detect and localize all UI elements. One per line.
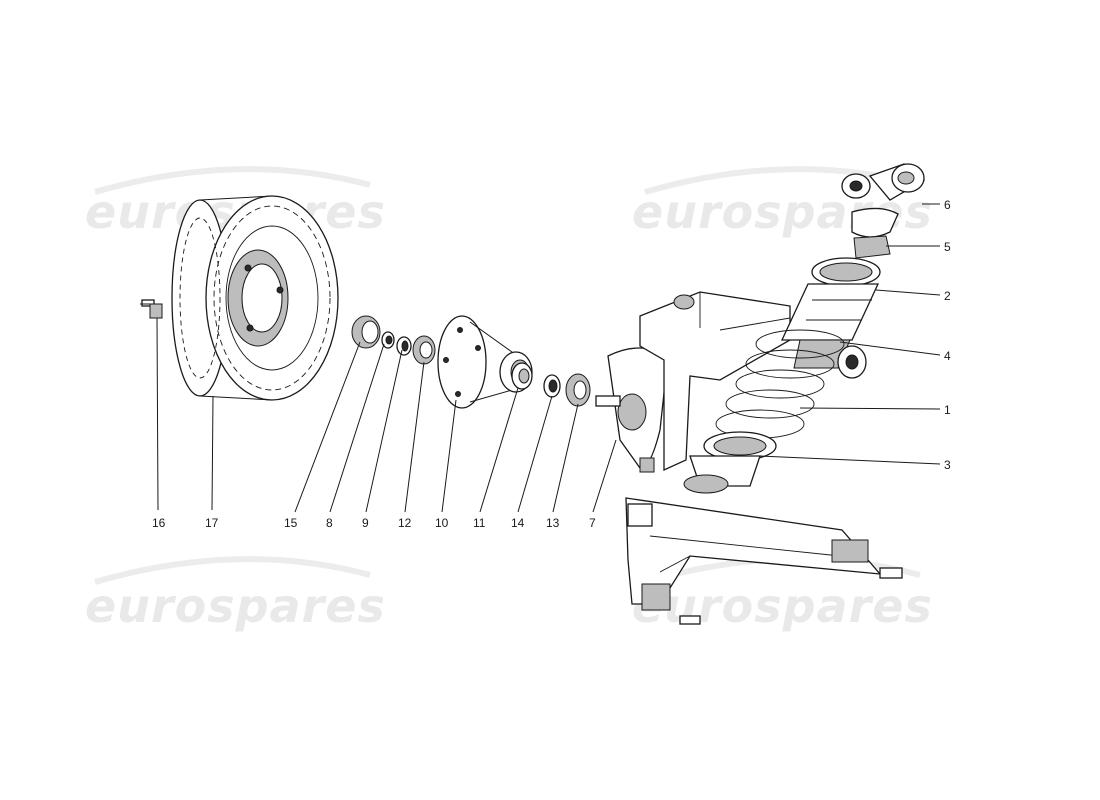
damper-body-4 <box>780 283 880 369</box>
bearing-12 <box>412 335 436 365</box>
coil-spring-1 <box>715 329 845 439</box>
spring-seat-2 <box>811 257 881 287</box>
ring-9 <box>396 336 412 356</box>
wheel-hub-10 <box>437 315 533 409</box>
seal-15 <box>351 315 381 349</box>
spacer-8 <box>381 331 395 349</box>
brake-disc <box>171 195 339 401</box>
callout-14: 14 <box>511 516 525 530</box>
callout-1: 1 <box>944 403 951 417</box>
callout-5: 5 <box>944 240 951 254</box>
svg-text:eurospares: eurospares <box>85 579 386 633</box>
leader-lines <box>156 203 941 513</box>
watermark-top-left: eurospares <box>85 166 385 239</box>
callout-17: 17 <box>205 516 219 530</box>
lower-wishbone <box>625 497 903 625</box>
callout-16: 16 <box>152 516 166 530</box>
callout-13: 13 <box>546 516 560 530</box>
callout-2: 2 <box>944 289 951 303</box>
callout-6: 6 <box>944 198 951 212</box>
damper-mount-eye <box>837 345 867 379</box>
wheel-stud <box>140 299 163 319</box>
chassis-bracket <box>639 291 791 472</box>
bearing-13 <box>565 373 591 407</box>
callout-10: 10 <box>435 516 449 530</box>
upright-7 <box>595 347 669 473</box>
svg-text:eurospares: eurospares <box>632 579 933 633</box>
callout-15: 15 <box>284 516 298 530</box>
seal-14 <box>543 374 561 398</box>
callout-3: 3 <box>944 458 951 472</box>
callout-8: 8 <box>326 516 333 530</box>
callout-4: 4 <box>944 349 951 363</box>
bearing-11 <box>511 362 533 390</box>
bump-stop-6 <box>841 163 926 201</box>
callout-9: 9 <box>362 516 369 530</box>
watermark-bottom-left: eurospares <box>85 556 386 633</box>
callout-12: 12 <box>398 516 412 530</box>
callout-labels: 16 17 15 8 9 12 10 11 14 13 7 6 5 2 4 1 … <box>152 198 951 530</box>
lower-spring-seat-3 <box>683 431 777 494</box>
callout-7: 7 <box>589 516 596 530</box>
callout-11: 11 <box>473 516 486 530</box>
upper-mount-5 <box>851 207 899 259</box>
